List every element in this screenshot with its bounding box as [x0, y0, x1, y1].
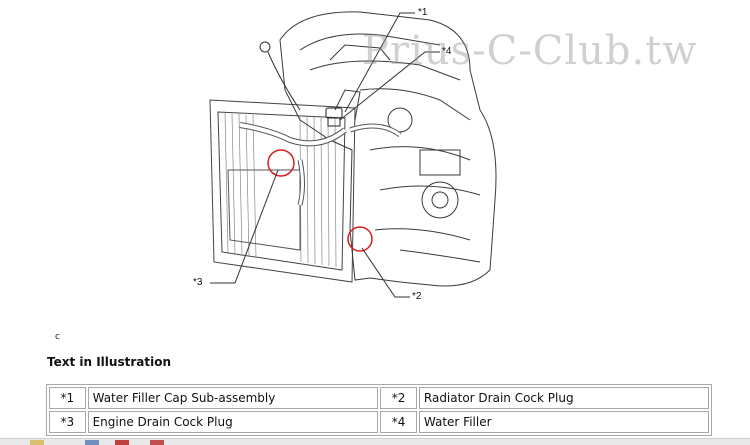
legend-number: *1 — [49, 387, 86, 409]
legend-description: Radiator Drain Cock Plug — [418, 387, 709, 409]
taskbar-icon[interactable] — [30, 440, 44, 445]
water-filler-cap — [325, 107, 343, 127]
engine-illustration — [209, 11, 497, 298]
table-row: *1 Water Filler Cap Sub-assembly *2 Radi… — [49, 387, 709, 409]
callout-4: *4 — [442, 46, 452, 57]
taskbar-icon[interactable] — [150, 440, 164, 445]
legend-table: *1 Water Filler Cap Sub-assembly *2 Radi… — [46, 384, 712, 436]
legend-number: *2 — [380, 387, 417, 409]
legend-number: *3 — [49, 411, 86, 433]
taskbar-icon[interactable] — [85, 440, 99, 445]
legend-heading: Text in Illustration — [47, 355, 171, 369]
watermark: Prius-C-Club.tw — [362, 28, 698, 74]
callout-3: *3 — [193, 277, 203, 288]
engine-block — [239, 11, 497, 287]
figure-id: c — [55, 332, 60, 342]
taskbar-icon[interactable] — [115, 440, 129, 445]
taskbar-strip — [0, 438, 750, 445]
leader-lines — [210, 12, 440, 298]
legend-description: Water Filler — [418, 411, 709, 433]
legend-description: Water Filler Cap Sub-assembly — [87, 387, 379, 409]
highlight-circle-engine-drain — [267, 149, 295, 177]
callout-2: *2 — [412, 291, 422, 302]
legend-description: Engine Drain Cock Plug — [87, 411, 379, 433]
callout-1: *1 — [418, 7, 428, 18]
radiator — [209, 99, 356, 283]
highlight-circle-radiator-drain — [347, 226, 373, 252]
dipstick — [259, 41, 301, 111]
legend-number: *4 — [380, 411, 417, 433]
table-row: *3 Engine Drain Cock Plug *4 Water Fille… — [49, 411, 709, 433]
